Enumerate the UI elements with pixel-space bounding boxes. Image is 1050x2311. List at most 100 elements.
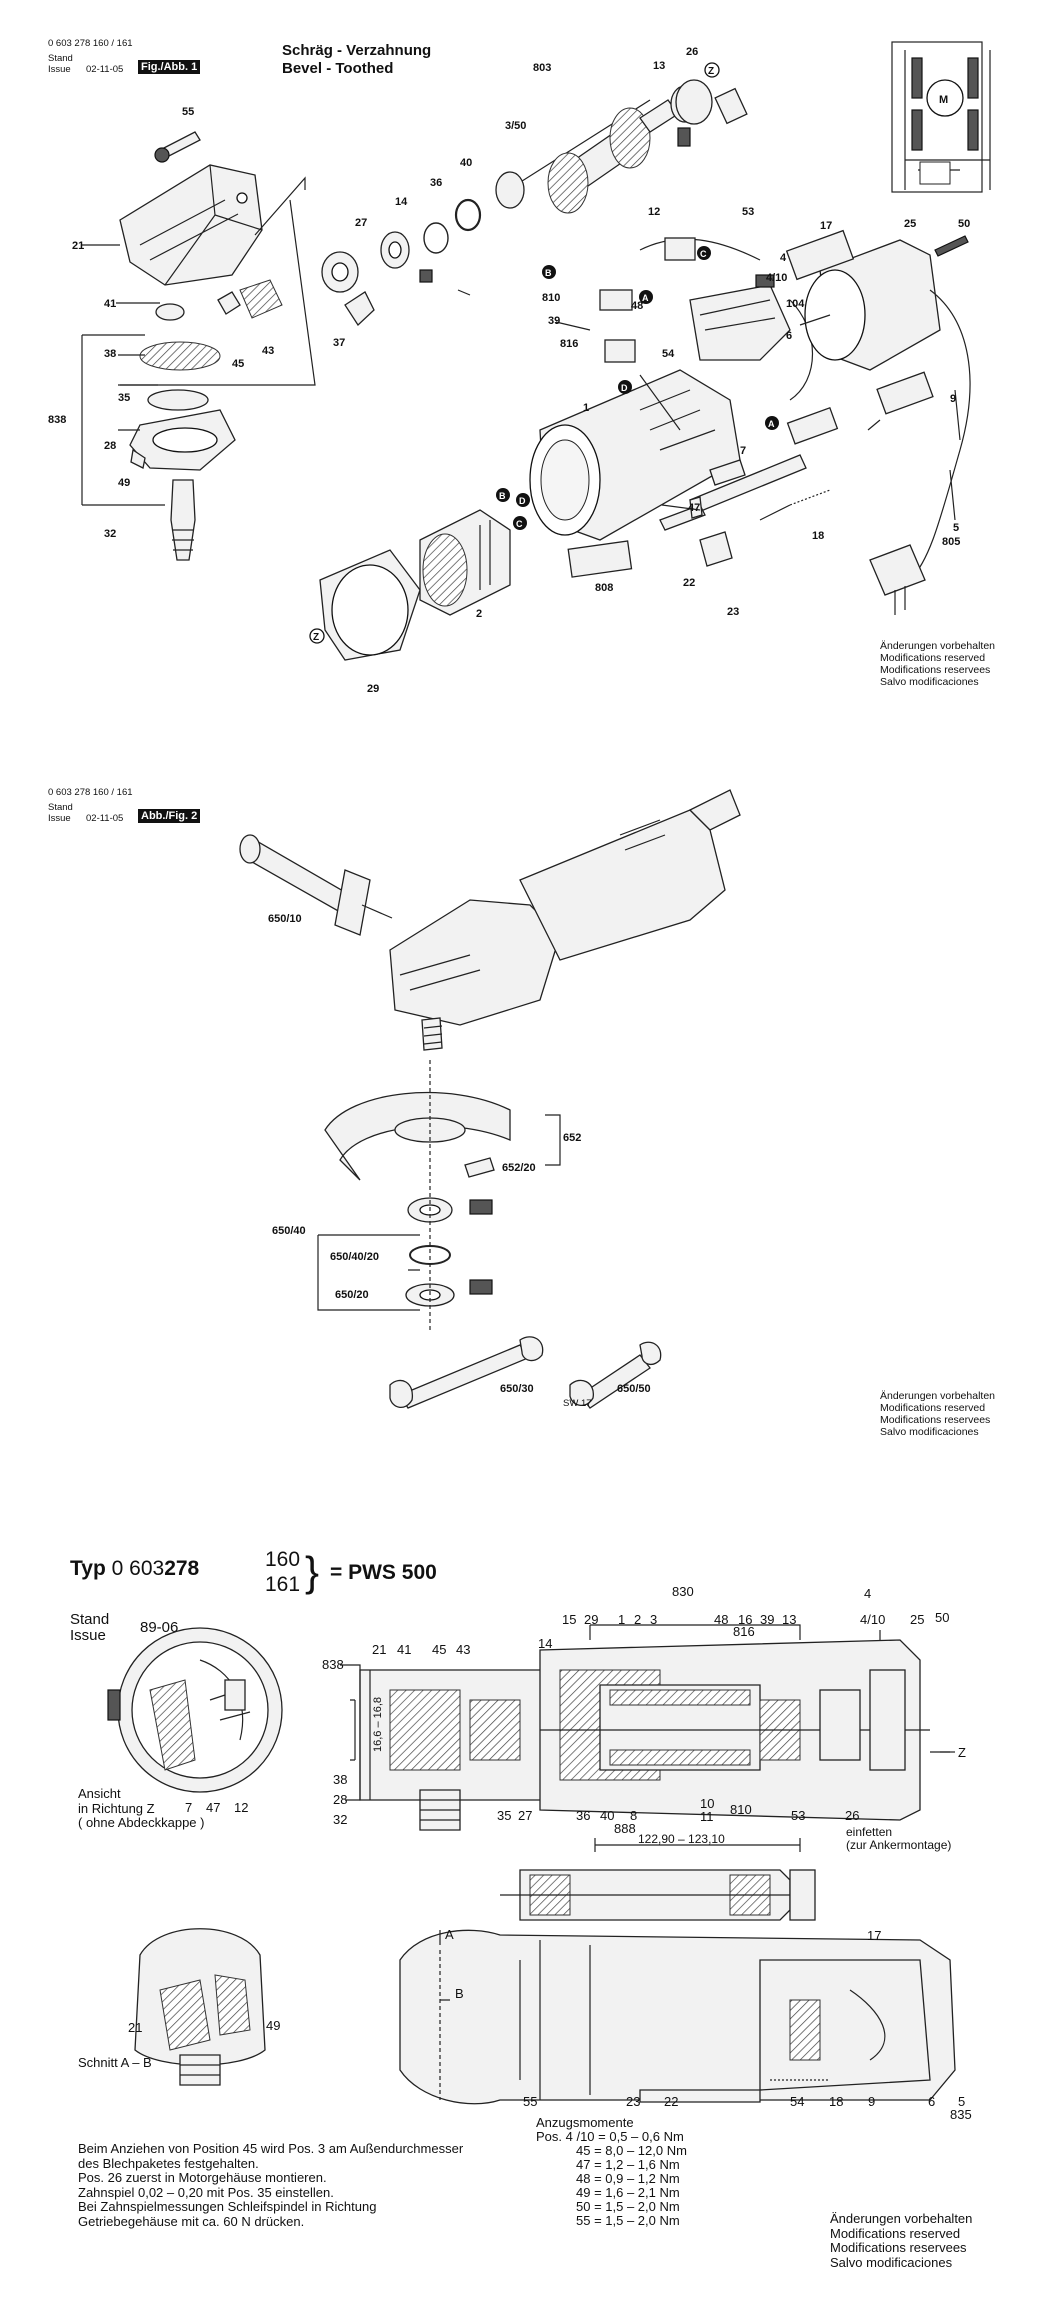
part-label: 21 bbox=[372, 1642, 387, 1657]
part-label: 2 bbox=[634, 1612, 642, 1627]
grinder-top-view bbox=[399, 1929, 956, 2105]
part-label: 8 bbox=[630, 1808, 638, 1823]
motor-housing bbox=[529, 369, 741, 541]
part-label: 10 bbox=[700, 1796, 715, 1811]
part-label: 4 bbox=[780, 252, 787, 264]
part-label: 650/20 bbox=[335, 1289, 369, 1301]
stand-label: Stand bbox=[48, 53, 73, 64]
svg-text:C: C bbox=[700, 249, 707, 259]
variant-a: 160 bbox=[265, 1548, 301, 1571]
part-label: 41 bbox=[104, 298, 117, 310]
side-handle bbox=[239, 834, 393, 936]
issue-label: Issue bbox=[48, 64, 71, 75]
part-label: 21 bbox=[72, 240, 85, 252]
section-marker: A bbox=[445, 1927, 454, 1942]
part-label: 37 bbox=[333, 337, 346, 349]
wiring-schematic: M bbox=[891, 41, 991, 193]
svg-text:C: C bbox=[516, 519, 523, 529]
torque-row: 49 = 1,6 – 2,1 Nm bbox=[576, 2185, 680, 2200]
svg-text:B: B bbox=[499, 491, 506, 501]
part-label: 17 bbox=[820, 220, 833, 232]
motor-section bbox=[539, 1639, 950, 1821]
part-label: 39 bbox=[760, 1612, 775, 1627]
part-label: 26 bbox=[845, 1808, 860, 1823]
part-label: 27 bbox=[355, 217, 368, 229]
part-label: 4 bbox=[864, 1586, 872, 1601]
part-label: 41 bbox=[397, 1642, 412, 1657]
part-label: 43 bbox=[456, 1642, 471, 1657]
part-label: 21 bbox=[128, 2020, 143, 2035]
part-label: 48 bbox=[631, 300, 644, 312]
part-label: 3 bbox=[650, 1612, 658, 1627]
part-label: 27 bbox=[518, 1808, 533, 1823]
sleeve-37 bbox=[344, 291, 375, 327]
torque-table: Anzugsmomente Pos. 4 /10 = 0,5 – 0,6 Nm … bbox=[536, 2116, 687, 2228]
view-z bbox=[107, 1627, 283, 1793]
marker-B-2: B bbox=[496, 488, 510, 502]
issue-date: 02-11-05 bbox=[86, 813, 124, 824]
key-14 bbox=[419, 269, 433, 283]
part-label: 6 bbox=[786, 330, 793, 342]
marker-C-2: C bbox=[513, 516, 527, 530]
torque-title: Anzugsmomente bbox=[536, 2115, 634, 2130]
part-label: 40 bbox=[600, 1808, 615, 1823]
shroud bbox=[319, 549, 421, 661]
part-label: 816 bbox=[733, 1624, 755, 1639]
slider-23 bbox=[699, 531, 733, 567]
exploded-view-drawing: M bbox=[81, 41, 991, 661]
pinion-43 bbox=[239, 279, 283, 319]
part-label: 9 bbox=[950, 393, 957, 405]
svg-text:Z: Z bbox=[313, 632, 319, 643]
part-label: 1 bbox=[583, 402, 590, 414]
torque-row: 55 = 1,5 – 2,0 Nm bbox=[576, 2213, 680, 2228]
part-label: 650/40/20 bbox=[330, 1251, 379, 1263]
part-label: 808 bbox=[595, 582, 614, 594]
part-label: 5 bbox=[953, 522, 960, 534]
wheel-icon bbox=[469, 1279, 493, 1295]
part-label: 17 bbox=[867, 1928, 882, 1943]
part-label: 830 bbox=[672, 1584, 694, 1599]
disclaimer-1: Änderungen vorbehalten Modifications res… bbox=[880, 640, 996, 688]
plug-4 bbox=[677, 127, 691, 147]
dimension-vertical: 16,6 – 16,8 bbox=[372, 1696, 384, 1752]
part-label: 45 bbox=[232, 358, 245, 370]
part-label: 650/30 bbox=[500, 1383, 534, 1395]
part-label: 14 bbox=[538, 1636, 553, 1651]
part-label: 22 bbox=[664, 2094, 679, 2109]
svg-text:D: D bbox=[621, 383, 628, 393]
gear-housing bbox=[119, 164, 263, 286]
torque-row: 47 = 1,2 – 1,6 Nm bbox=[576, 2157, 680, 2172]
part-label: 7 bbox=[740, 445, 747, 457]
marker-A-2: A bbox=[765, 416, 779, 430]
screw-55 bbox=[154, 131, 201, 163]
marker-Z-1: Z bbox=[704, 62, 720, 78]
ring-35 bbox=[147, 389, 209, 411]
grinder-body bbox=[389, 789, 741, 1051]
stand-block: Stand Issue bbox=[70, 1611, 110, 1644]
torque-row: Pos. 4 /10 = 0,5 – 0,6 Nm bbox=[536, 2129, 684, 2144]
marker-Z-2: Z bbox=[309, 628, 325, 644]
spring-18 bbox=[789, 489, 831, 506]
part-label: SW 17 bbox=[563, 1398, 592, 1409]
title-german: Schräg - Verzahnung bbox=[282, 42, 432, 59]
wrench-650-30 bbox=[389, 1336, 544, 1409]
part-label: 36 bbox=[430, 177, 443, 189]
part-label: 23 bbox=[727, 606, 740, 618]
part-label: 55 bbox=[523, 2094, 538, 2109]
part-label: 18 bbox=[812, 530, 825, 542]
part-label: 15 bbox=[562, 1612, 577, 1627]
nut-45 bbox=[217, 291, 241, 315]
accessories-drawing bbox=[239, 789, 741, 1409]
part-label: 28 bbox=[333, 1792, 348, 1807]
figure-label: Abb./Fig. 2 bbox=[138, 809, 201, 823]
switch-assembly bbox=[599, 237, 814, 401]
doc-number: 0 603 278 160 / 161 bbox=[48, 38, 133, 49]
part-label: 53 bbox=[791, 1808, 806, 1823]
bearing-41 bbox=[155, 303, 185, 321]
svg-text:B: B bbox=[545, 268, 552, 278]
part-label: Z bbox=[958, 1745, 966, 1760]
part-label: 13 bbox=[782, 1612, 797, 1627]
label-9 bbox=[876, 371, 934, 415]
part-label: 810 bbox=[730, 1802, 752, 1817]
